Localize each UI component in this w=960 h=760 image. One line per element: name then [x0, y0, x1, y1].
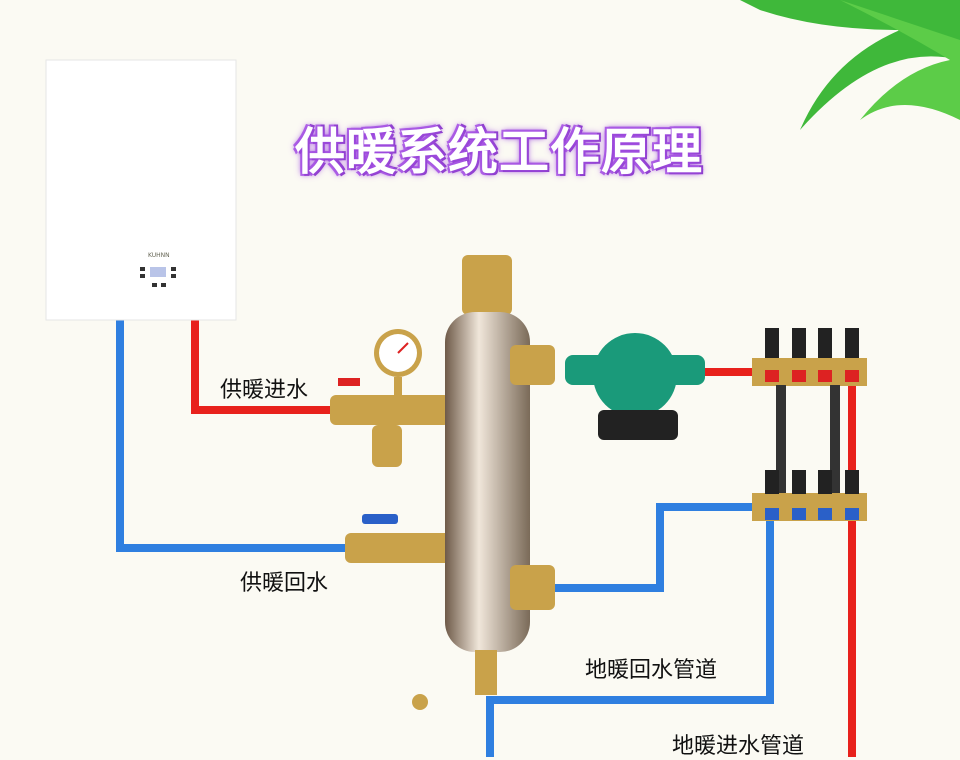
hydraulic-separator	[412, 255, 555, 710]
page-title: 供暖系统工作原理	[295, 123, 703, 181]
circulation-pump	[565, 333, 705, 440]
return-pipe	[116, 318, 774, 757]
label-supply-in: 供暖进水	[220, 378, 309, 403]
pressure-gauge	[374, 329, 422, 395]
supply-valve	[330, 378, 450, 467]
label-floor-supply: 地暖进水管道	[672, 734, 805, 759]
palm-leaf-decoration	[740, 0, 960, 130]
boiler-brand-logo: KUHNN	[148, 252, 170, 259]
hot-supply-pipe	[191, 318, 856, 757]
boiler	[45, 59, 237, 321]
label-floor-return: 地暖回水管道	[585, 658, 718, 683]
manifold	[752, 328, 867, 521]
return-valve	[345, 514, 455, 563]
label-supply-return: 供暖回水	[240, 571, 329, 596]
